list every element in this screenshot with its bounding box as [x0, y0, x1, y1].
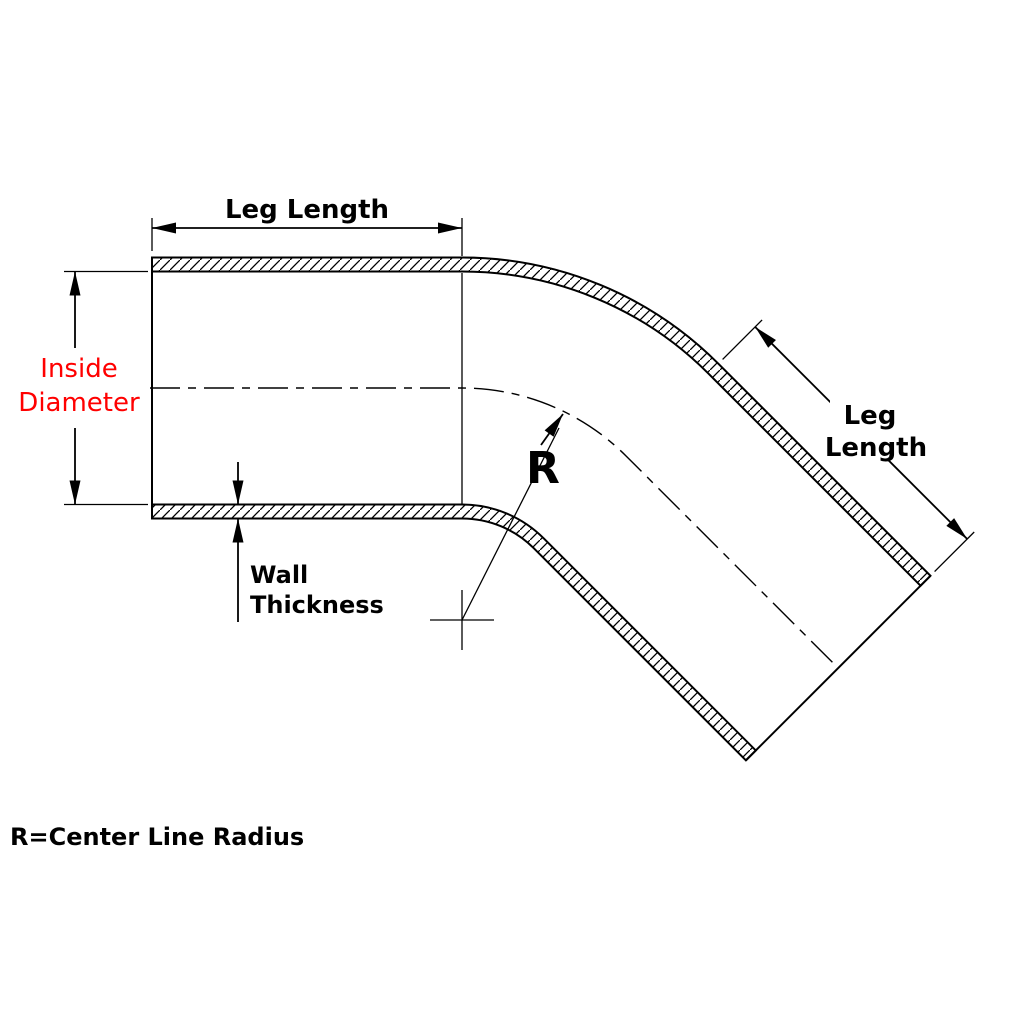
radius-pointer-arrow — [540, 413, 564, 446]
right-leg-length-label-line2: Length — [825, 433, 927, 463]
right-leg-length-label-line1: Leg — [844, 401, 897, 431]
radius-line — [461, 427, 560, 621]
right-leg-length-label-backing — [830, 398, 924, 460]
footer-radius-note: R=Center Line Radius — [10, 823, 304, 851]
inside-diameter-label-line2: Diameter — [18, 388, 140, 418]
top-leg-length-label: Leg Length — [225, 195, 389, 225]
wall-thickness-label-line2: Thickness — [250, 591, 384, 619]
tube-center-line — [150, 387, 839, 669]
wall-thickness-label-line1: Wall — [250, 561, 308, 589]
tube-end-cap-right — [745, 575, 932, 762]
radius-symbol-label: R — [526, 443, 560, 494]
inside-diameter-label-line1: Inside — [40, 354, 117, 384]
